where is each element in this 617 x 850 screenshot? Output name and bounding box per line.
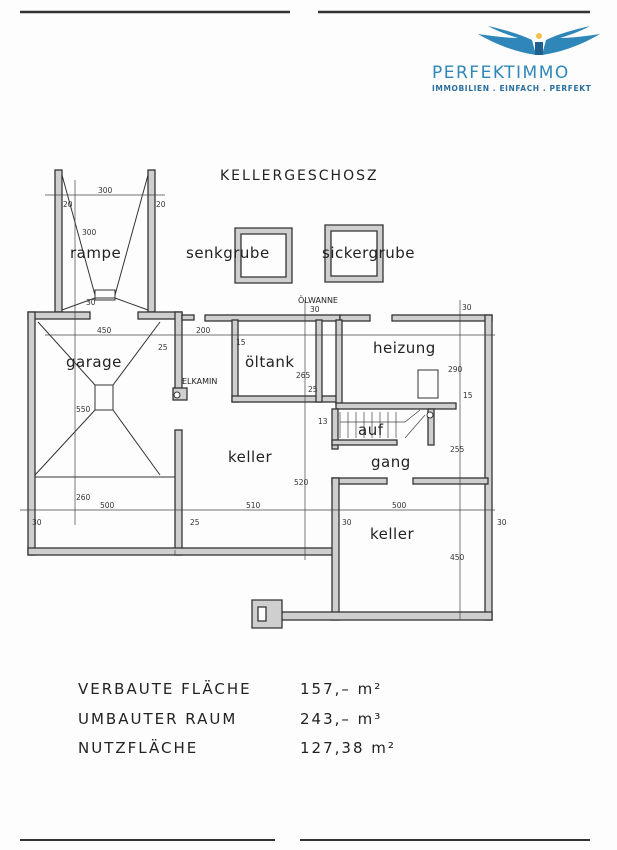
dim-label: 30 (342, 518, 352, 527)
note-oelwanne: ÖLWANNE (298, 295, 338, 305)
garage-ramp-lines (34, 321, 175, 478)
note-elkamin: ELKAMIN (182, 377, 217, 386)
room-label-senkgrube: senkgrube (186, 244, 270, 262)
page-rules (20, 10, 590, 841)
dim-label: 25 (190, 518, 200, 527)
plan-title: KELLERGESCHOSZ (220, 168, 379, 184)
building-walls (27, 311, 493, 629)
dim-label: 300 (98, 186, 113, 195)
sickergrube-pit (324, 224, 384, 283)
summary-label: UMBAUTER RAUM (78, 710, 237, 728)
boiler-icon (417, 369, 439, 399)
summary-value: 157,– m² (300, 680, 382, 698)
room-label-rampe: rampe (70, 244, 121, 262)
dim-label: 25 (158, 343, 168, 352)
logo-tagline: IMMOBILIEN . EINFACH . PERFEKT (432, 84, 592, 93)
dim-label: 265 (296, 371, 311, 380)
summary-value: 127,38 m² (300, 739, 396, 757)
dim-label: 450 (97, 326, 112, 335)
dim-label: 255 (450, 445, 465, 454)
room-label-gang: gang (371, 453, 411, 471)
dim-label: 450 (450, 553, 465, 562)
room-label-heizung: heizung (373, 339, 436, 357)
room-label-sickergrube: sickergrube (322, 244, 415, 262)
dim-label: 500 (100, 501, 115, 510)
dim-label: 520 (294, 478, 309, 487)
dim-label: 13 (318, 417, 328, 426)
room-label-garage: garage (66, 353, 122, 371)
dim-label: 20 (63, 200, 73, 209)
dimension-labels: 300 20 20 300 30 450 200 25 15 265 25 30… (32, 186, 507, 562)
dim-label: 30 (462, 303, 472, 312)
dim-label: 15 (236, 338, 246, 347)
logo: PERFEKTIMMO IMMOBILIEN . EINFACH . PERFE… (432, 26, 600, 93)
summary-label: NUTZFLÄCHE (78, 738, 198, 757)
area-summary: VERBAUTE FLÄCHE 157,– m² UMBAUTER RAUM 2… (78, 679, 396, 757)
wings-logo-icon (478, 26, 600, 55)
dim-label: 15 (463, 391, 473, 400)
dim-label: 30 (497, 518, 507, 527)
dim-label: 300 (82, 228, 97, 237)
dim-label: 550 (76, 405, 91, 414)
summary-label: VERBAUTE FLÄCHE (78, 679, 252, 698)
dim-label: 290 (448, 365, 463, 374)
dim-label: 510 (246, 501, 261, 510)
dimension-lines (20, 180, 495, 620)
summary-value: 243,– m³ (300, 710, 382, 728)
dim-label: 25 (308, 385, 318, 394)
logo-name: PERFEKTIMMO (432, 63, 570, 83)
staircase (339, 369, 439, 439)
dim-label: 20 (156, 200, 166, 209)
room-label-keller-2: keller (370, 525, 414, 543)
dim-label: 200 (196, 326, 211, 335)
room-label-oeltank: öltank (245, 353, 295, 371)
dim-label: 260 (76, 493, 91, 502)
senkgrube-pit (234, 227, 293, 284)
room-label-keller: keller (228, 448, 272, 466)
dim-label: 500 (392, 501, 407, 510)
stairs-label-auf: auf (358, 421, 384, 439)
dim-label: 30 (86, 298, 96, 307)
dim-label: 30 (310, 305, 320, 314)
dim-label: 30 (32, 518, 42, 527)
